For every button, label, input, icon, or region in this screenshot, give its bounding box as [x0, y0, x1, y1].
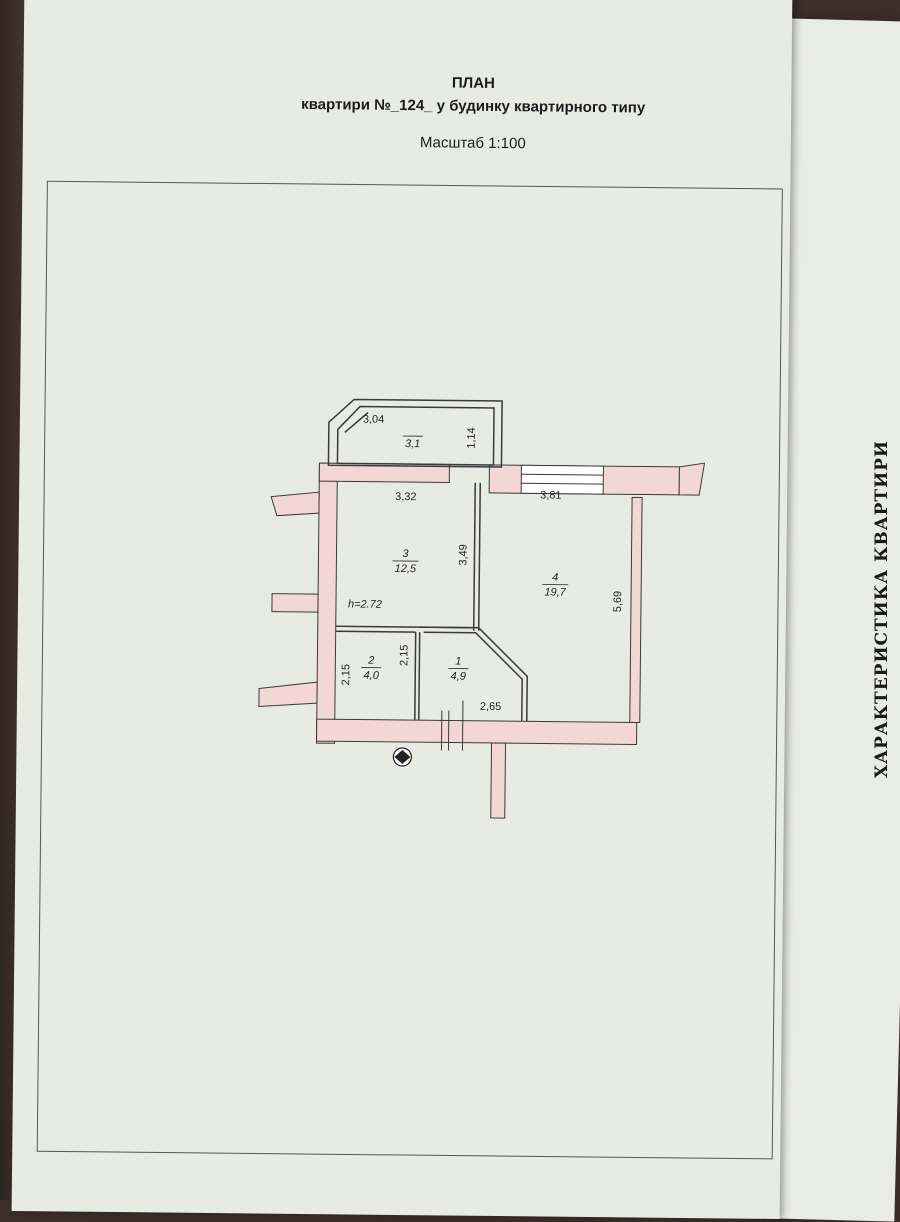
walls: [258, 459, 705, 821]
floor-plan: 3,1 3 12,5 4 19,7 2 4,0 1 4,9 h=2.72 3,0…: [12, 0, 793, 1219]
dim-room4-width: 3,81: [540, 489, 562, 501]
dim-room3-depth: 3,49: [457, 544, 469, 566]
room-1-area: 4,9: [451, 671, 466, 683]
back-page-title: ХАРАКТЕРИСТИКА КВАРТИРИ: [872, 440, 892, 778]
ceiling-height: h=2.72: [348, 598, 382, 610]
room-3-number: 3: [402, 548, 409, 560]
dim-room2-height: 2,15: [340, 664, 352, 686]
dim-room2-width: 2,15: [398, 645, 410, 667]
room-balcony-area: 3,1: [405, 438, 420, 450]
plan-frame: [37, 181, 782, 1159]
room-1-number: 1: [455, 656, 461, 668]
room-4-area: 19,7: [544, 586, 566, 598]
dim-room4-depth: 5,69: [612, 591, 624, 613]
dimensions: 3,04 1,14 3,32 3,49 3,81 5,69 2,15 2,15 …: [340, 413, 626, 714]
dim-room1-width: 2,65: [480, 701, 502, 713]
room-2-number: 2: [367, 655, 374, 667]
room-2-area: 4,0: [364, 670, 380, 682]
room-3-area: 12,5: [395, 563, 417, 575]
dim-room3-width: 3,32: [395, 491, 417, 503]
entrance-stamp: [393, 748, 411, 766]
document-sheet: ПЛАН квартири №_124_ у будинку квартирно…: [12, 0, 793, 1219]
window: [521, 465, 603, 494]
dim-balcony-depth: 1,14: [466, 427, 478, 449]
room-4-number: 4: [552, 572, 558, 584]
dim-balcony-width: 3,04: [363, 414, 385, 426]
